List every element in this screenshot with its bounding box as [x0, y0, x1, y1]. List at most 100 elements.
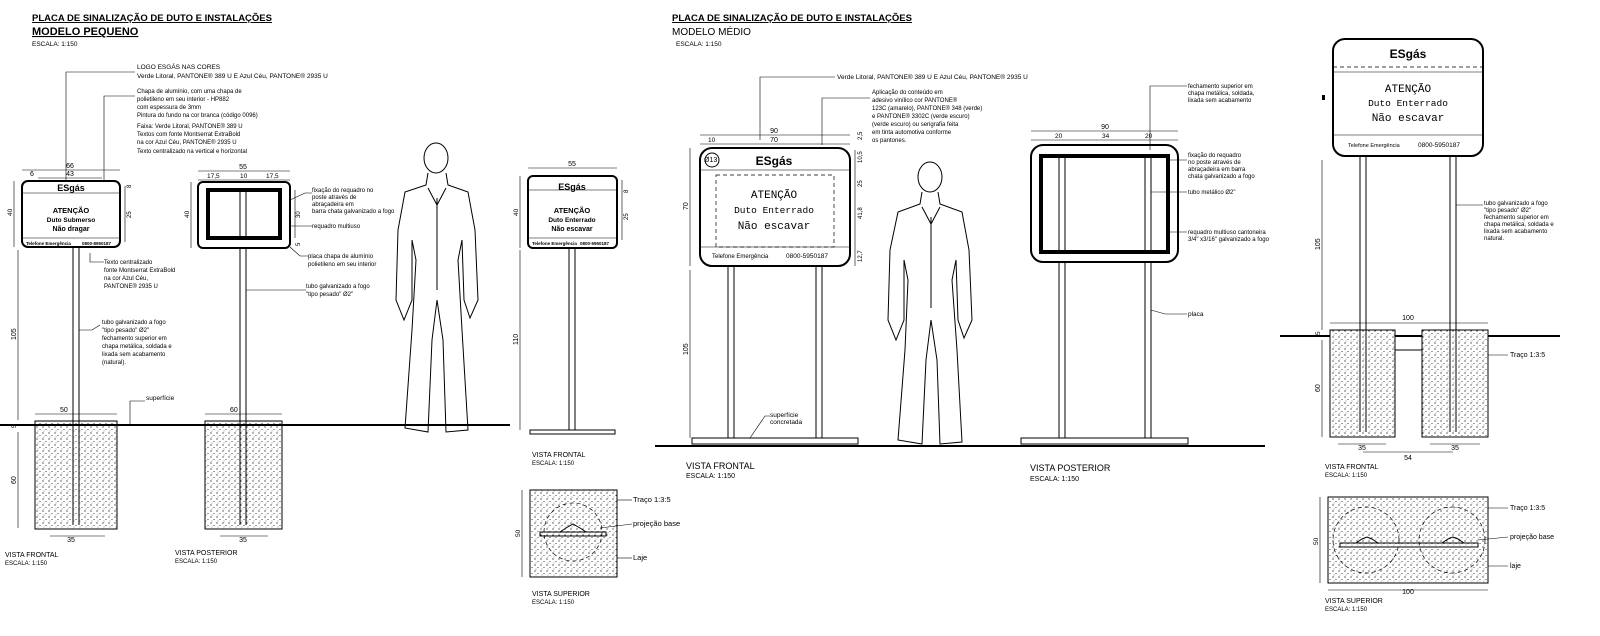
- note-p6: (natural).: [102, 360, 126, 366]
- note-tb1: tubo galvanizado a fogo: [306, 284, 370, 290]
- note-pl1: placa chapa de alumínio: [308, 254, 374, 260]
- note3-fs1: fechamento superior em: [1188, 84, 1253, 90]
- note-req: requadro multiuso: [312, 224, 361, 230]
- note-t1: Texto centralizado: [104, 260, 153, 266]
- panel-medium-model: PLACA DE SINALIZAÇÃO DE DUTO E INSTALAÇÕ…: [655, 13, 1270, 483]
- note3-tm: tubo metálico Ø2": [1188, 190, 1236, 196]
- dim3-90b: 90: [1101, 124, 1109, 131]
- note3-fx3: abraçadeira em barra: [1188, 167, 1246, 173]
- sign4-attention: ATENÇÃO: [1385, 83, 1432, 96]
- dim3-2-5: 2,5: [858, 131, 864, 140]
- label-front-view-4: VISTA FRONTAL: [1325, 464, 1379, 471]
- label-scale-1: ESCALA: 1:150: [5, 561, 48, 567]
- note4-t4: chapa metálica, soldada e: [1484, 222, 1554, 228]
- note3-placa: placa: [1188, 311, 1204, 318]
- small-sign-back: 55 17,5 10 17,5 40 30 5 fixação do requa…: [184, 164, 395, 544]
- dim-60: 60: [11, 476, 18, 484]
- dim-6: 6: [30, 171, 34, 178]
- note3-rq1: requadro multiuso cantoneira: [1188, 230, 1266, 236]
- label-scale-4: ESCALA: 1:150: [532, 600, 575, 606]
- dim-25: 25: [127, 211, 133, 218]
- sign2-attention: ATENÇÃO: [554, 206, 591, 215]
- esgas-logo-3: ESgás: [756, 154, 793, 168]
- note3-a2: adesivo vinílico cor PANTONE®: [872, 97, 958, 104]
- top-view-small: 50 Traço 1:3:5 projeção base Laje VISTA …: [515, 489, 680, 606]
- panel1-title: PLACA DE SINALIZAÇÃO DE DUTO E INSTALAÇÕ…: [32, 13, 272, 24]
- note-n5: Faixa: Verde Litoral, PANTONE® 389 U: [137, 123, 243, 130]
- dim2-110: 110: [513, 334, 520, 345]
- sign2-line2: Duto Enterrado: [548, 217, 595, 224]
- note-n4: Pintura do fundo na cor branca (código 0…: [137, 113, 258, 119]
- note4-proj: projeção base: [1510, 534, 1554, 541]
- note-pl2: polietileno em seu interior: [308, 262, 376, 268]
- note-surface: superfície: [146, 395, 175, 402]
- note2-laje: Laje: [633, 553, 647, 562]
- label-front-view-2: VISTA FRONTAL: [532, 452, 586, 459]
- panel-large-model: ESgás ATENÇÃO Duto Enterrado Não escavar…: [1280, 38, 1560, 613]
- note-p4: chapa metálica, soldada e: [102, 344, 172, 350]
- label-front-view-1: VISTA FRONTAL: [5, 552, 59, 559]
- sign4-line3: Não escavar: [1372, 113, 1445, 125]
- dim4-5: 5: [1315, 331, 1322, 335]
- sign3-attention: ATENÇÃO: [751, 189, 798, 202]
- label-scale-2: ESCALA: 1:150: [175, 559, 218, 565]
- note4-laje: laje: [1510, 563, 1521, 570]
- label-back-view-3: VISTA POSTERIOR: [1030, 463, 1111, 473]
- label-scale-6: ESCALA: 1:150: [1030, 476, 1079, 483]
- dim3-circle: Ø13: [704, 157, 717, 164]
- sign3-line3: Não escavar: [738, 221, 811, 233]
- label-scale-7: ESCALA: 1:150: [1325, 473, 1368, 479]
- dim4-35: 35: [1358, 445, 1366, 452]
- note4-t2: "tipo pesado" Ø2": [1484, 208, 1531, 214]
- small-sign-front: 66 43 6 ESgás ATENÇÃO Duto Submerso Não …: [7, 163, 175, 544]
- dim3-12-7: 12,7: [858, 250, 864, 262]
- medium-sign-front: 90 10 70 Ø13 ESgás ATENÇÃO Duto Enterrad…: [683, 128, 864, 445]
- label-scale-8: ESCALA: 1:150: [1325, 607, 1368, 613]
- panel1-notes: LOGO ESGÁS NAS CORES Verde Litoral, PANT…: [65, 62, 328, 180]
- dim3-20b: 20: [1145, 133, 1153, 140]
- note-n2: polietileno em seu interior - HP882: [137, 97, 230, 103]
- sign1-line3: Não dragar: [53, 226, 90, 233]
- sign4-footer-left: Telefone Emergência: [1348, 143, 1401, 149]
- top-view-large: 50 100 Traço 1:3:5 projeção base laje VI…: [1313, 496, 1554, 613]
- note3-a5: (verde escuro) ou serigrafia feita: [872, 122, 959, 128]
- dim4-50: 50: [1313, 537, 1320, 545]
- note4-t3: fechamento superior em: [1484, 215, 1549, 221]
- panel3-title: PLACA DE SINALIZAÇÃO DE DUTO E INSTALAÇÕ…: [672, 13, 912, 24]
- panel1-subtitle: MODELO PEQUENO: [32, 26, 139, 38]
- medium-sign-back: 90 20 34 20 fechamento superior em chapa…: [1020, 84, 1270, 445]
- note4-traco-b: Traço 1:3:5: [1510, 505, 1545, 512]
- note3-rq2: 3/4" x3/16" galvanizado a fogo: [1188, 237, 1270, 243]
- note3-a1: Aplicação do conteúdo em: [872, 90, 943, 96]
- dim-43: 43: [66, 171, 74, 178]
- note-t2: fonte Montserrat ExtraBold: [104, 268, 175, 274]
- dim-35b: 35: [239, 537, 247, 544]
- note2-traco: Traço 1:3:5: [633, 495, 671, 504]
- label-top-view-2: VISTA SUPERIOR: [532, 591, 590, 598]
- note3-logo: Verde Litoral, PANTONE® 389 U E Azul Céu…: [837, 73, 1028, 81]
- label-scale-5: ESCALA: 1:150: [686, 473, 735, 480]
- dim-40: 40: [7, 208, 14, 216]
- sign1-footer-left: Telefone Emergência: [26, 241, 71, 246]
- dim-66: 66: [66, 163, 74, 170]
- human-figure-1: [395, 142, 479, 433]
- sign4-line2: Duto Enterrado: [1368, 98, 1448, 109]
- note-p3: fechamento superior em: [102, 336, 167, 342]
- sign2-line3: Não escavar: [551, 226, 593, 233]
- panel3-scale: ESCALA: 1:150: [676, 41, 722, 48]
- note-p2: "tipo pesado" Ø2": [102, 328, 149, 334]
- note4-t1: tubo galvanizado a fogo: [1484, 201, 1548, 207]
- dim3-41-8: 41,8: [858, 207, 864, 219]
- note2-proj: projeção base: [633, 519, 680, 528]
- note-n8: Texto centralizado na vertical e horizon…: [137, 149, 247, 155]
- dim3-20a: 20: [1055, 133, 1063, 140]
- note-n3: com espessura de 3mm: [137, 105, 201, 111]
- dim3-105: 105: [683, 343, 690, 355]
- dim4-100b: 100: [1402, 589, 1414, 596]
- sign1-attention: ATENÇÃO: [53, 206, 90, 215]
- note-f4: barra chata galvanizado a fogo: [312, 209, 395, 215]
- note-t4: PANTONE® 2935 U: [104, 283, 158, 290]
- note3-a6: em tinta automotiva conforme: [872, 130, 952, 136]
- dim3-25: 25: [858, 180, 864, 187]
- dim4-100: 100: [1402, 315, 1414, 322]
